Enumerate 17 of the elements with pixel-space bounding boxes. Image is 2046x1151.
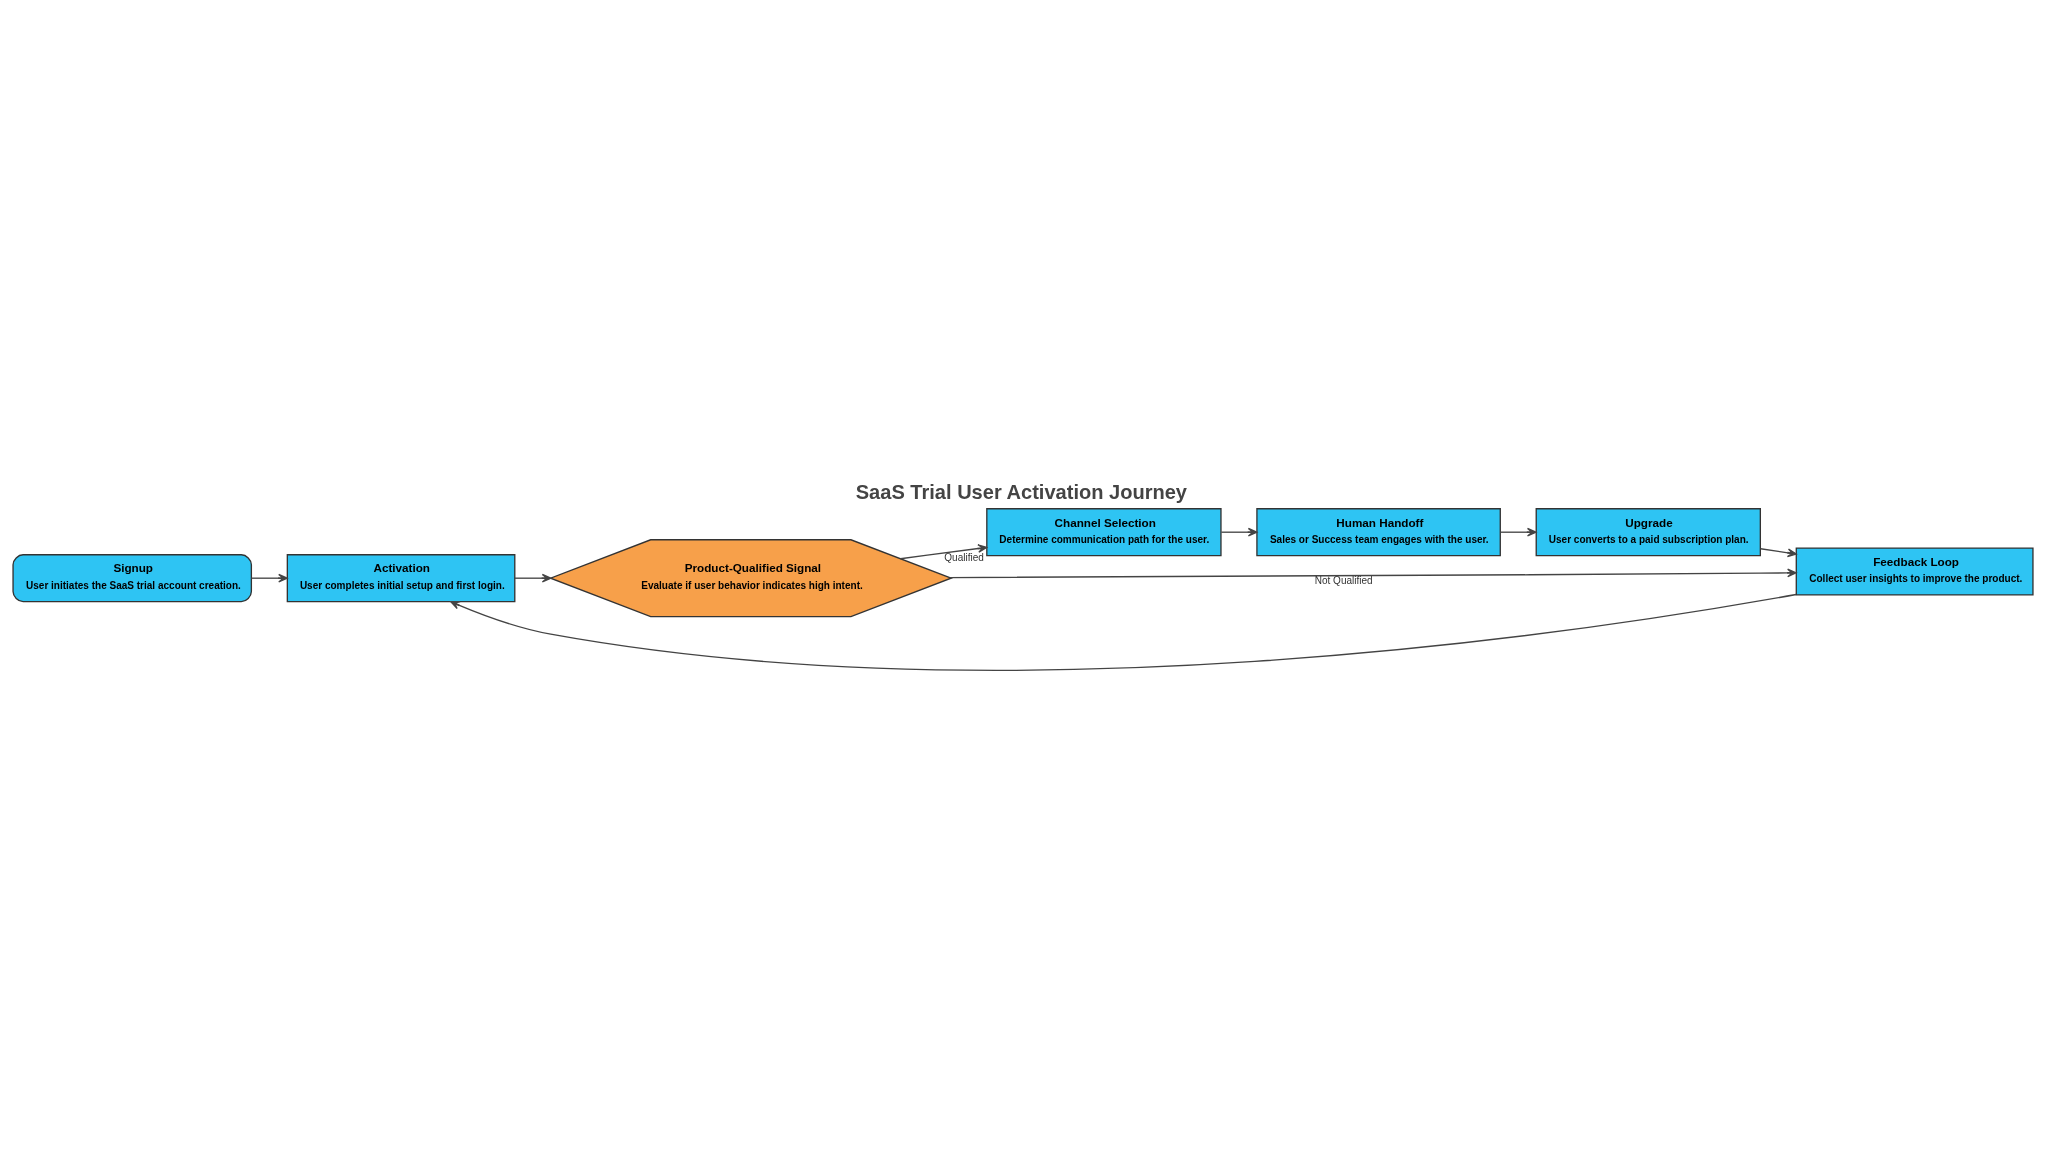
diagram-title: SaaS Trial User Activation Journey (855, 480, 1188, 503)
edge-label: Qualified (944, 552, 984, 564)
arrow (948, 568, 1797, 579)
node-box: Feedback Loop Collect user insights to improve the product. (1795, 547, 2034, 596)
arrow (250, 573, 288, 583)
arrow (899, 544, 988, 560)
arrow (1499, 527, 1537, 537)
node-box: Activation User completes initial setup and first login. (286, 554, 516, 603)
arrow (1759, 548, 1797, 558)
arrow (1220, 527, 1258, 537)
arrow (450, 593, 1797, 671)
node-box: Human Handoff Sales or Success team engages with the user. (1256, 508, 1501, 557)
node-box: Channel Selection Determine communication path for the user. (986, 508, 1222, 557)
edge-label: Not Qualified (1314, 574, 1373, 586)
arrow (514, 573, 552, 583)
node-box: Upgrade User converts to a paid subscription plan. (1535, 508, 1761, 557)
node-box: Signup User initiates the SaaS trial account creation. (12, 554, 253, 603)
